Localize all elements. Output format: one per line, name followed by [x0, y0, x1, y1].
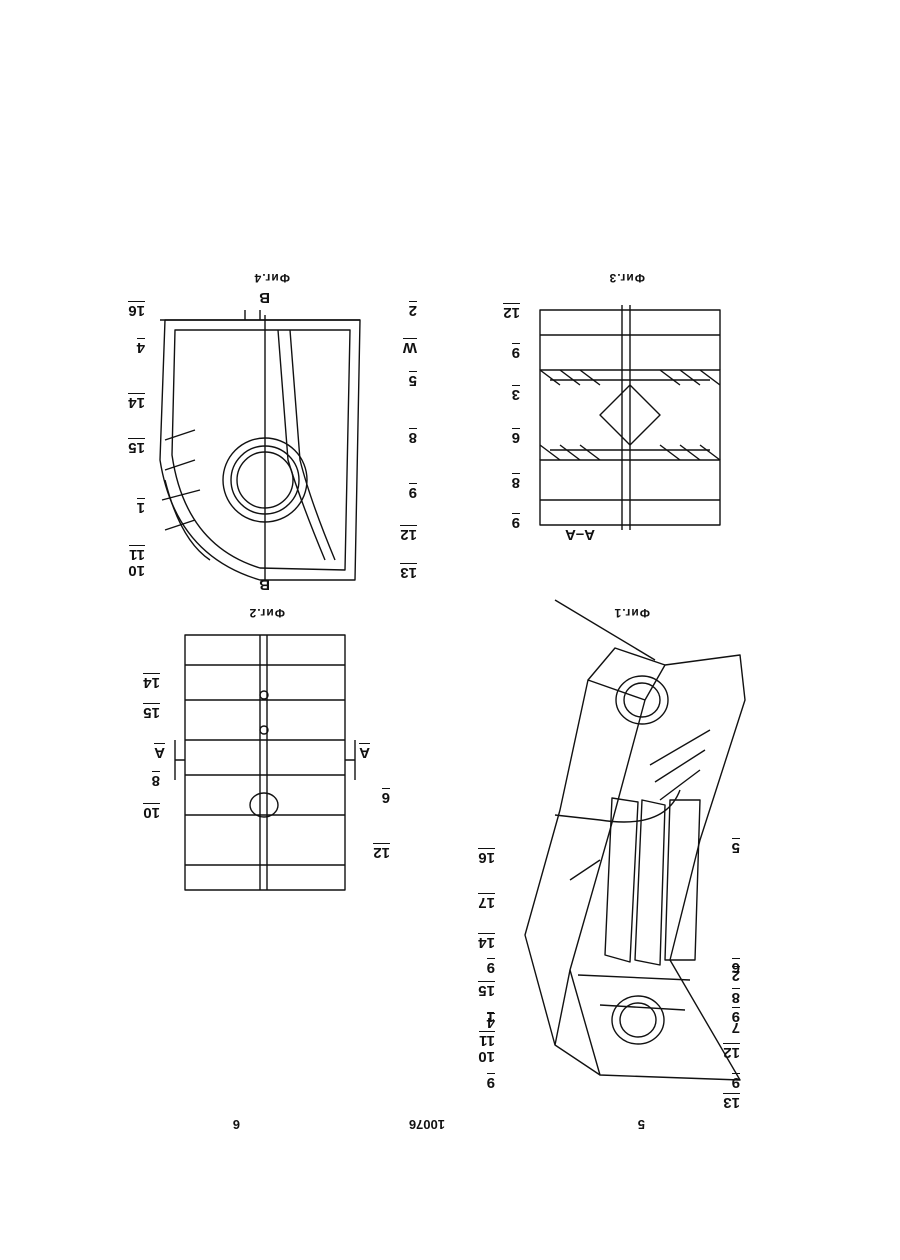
fig1-label: 5	[732, 838, 740, 855]
fig4-label: 16	[128, 301, 145, 318]
fig4-label: 1	[137, 498, 145, 515]
fig1-label: 8	[732, 988, 740, 1005]
fig4-label: 9	[409, 483, 417, 500]
fig1-label: 10	[478, 1049, 495, 1064]
fig1-label: 16	[478, 848, 495, 865]
fig1-label: 11	[479, 1031, 495, 1048]
fig4-caption: Фиг.4	[254, 271, 290, 285]
fig4-label: 10	[128, 563, 145, 578]
fig4-label: 8	[409, 428, 417, 445]
fig3-label: 12	[503, 303, 520, 320]
fig3-label: 9	[512, 513, 520, 530]
fig4-label: 11	[129, 545, 145, 562]
fig4-label: W	[403, 338, 417, 355]
fig4-label: 12	[400, 525, 417, 542]
fig1-label: 9	[487, 958, 495, 975]
fig2-section-mark: A	[154, 743, 165, 760]
fig1-label: 9	[732, 1007, 740, 1024]
fig2-section-mark: A	[359, 743, 370, 760]
fig3-label: 8	[512, 473, 520, 490]
fig4-label: 2	[409, 301, 417, 318]
fig1-label: 14	[478, 933, 495, 950]
fig1-label: 9	[487, 1073, 495, 1090]
fig2-caption: Фиг.2	[249, 606, 285, 620]
fig1-label: 17	[478, 893, 495, 910]
fig4-label: 13	[400, 563, 417, 580]
fig4-label: 15	[128, 438, 145, 455]
fig4-view-mark: B	[259, 577, 270, 592]
fig1-caption: Фиг.1	[614, 606, 650, 620]
fig2-label: 6	[382, 788, 390, 805]
fig3-section-title: A–A	[565, 527, 595, 542]
figure-2-drawing	[175, 635, 355, 890]
fig1-label: 1	[487, 1009, 495, 1024]
fig4-view-mark: B	[259, 290, 270, 305]
fig3-label: 9	[512, 343, 520, 360]
figure-4-drawing	[160, 310, 360, 580]
fig1-label: 15	[478, 981, 495, 998]
fig2-label: 8	[152, 771, 160, 788]
fig2-label: 10	[143, 803, 160, 820]
fig1-label: 6	[732, 958, 740, 975]
fig4-label: 4	[137, 338, 145, 355]
fig3-label: 3	[512, 385, 520, 402]
fig3-label: 6	[512, 428, 520, 445]
fig2-label: 14	[143, 673, 160, 690]
figure-3-drawing	[540, 305, 720, 530]
fig1-label: 9	[732, 1073, 740, 1090]
fig1-label: 12	[723, 1043, 740, 1060]
figure-1-drawing	[525, 600, 745, 1080]
fig2-label: 12	[373, 843, 390, 860]
fig3-caption: Фиг.3	[609, 271, 645, 285]
fig2-label: 15	[143, 703, 160, 720]
fig1-label: 13	[723, 1093, 740, 1110]
fig4-label: 14	[128, 393, 145, 410]
fig4-label: 5	[409, 371, 417, 388]
